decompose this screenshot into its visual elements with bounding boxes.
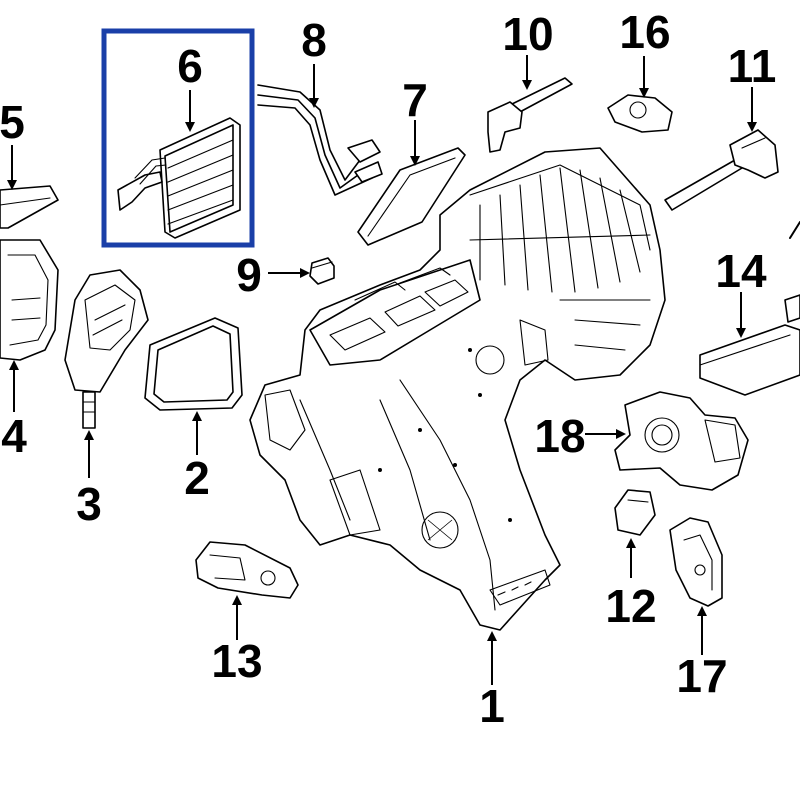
part-1-hvac-housing [249, 147, 666, 631]
callout-13: 13 [211, 635, 262, 687]
part-8-ac-lines [257, 84, 383, 196]
part-18-blower-housing [614, 391, 749, 491]
callout-6: 6 [177, 40, 203, 92]
callout-16: 16 [619, 6, 670, 58]
part-5-filter [0, 185, 59, 229]
callout-4: 4 [1, 410, 27, 462]
callout-8: 8 [301, 14, 327, 66]
part-2-seal-gasket [144, 317, 243, 411]
part-9-grommet [309, 257, 335, 285]
callout-2: 2 [184, 452, 210, 504]
part-17-actuator [669, 517, 723, 607]
part-7-filter-element [357, 147, 466, 246]
highlight-box-part-6 [101, 28, 255, 248]
part-16-actuator [607, 94, 673, 133]
part-4-housing-section [0, 239, 59, 361]
part-3-actuator [64, 269, 149, 429]
part-10-sensor [487, 77, 573, 153]
part-6-evaporator-core [117, 117, 241, 239]
part-11-sensor [664, 129, 779, 211]
callout-1: 1 [479, 680, 505, 732]
callout-17: 17 [676, 650, 727, 702]
callout-3: 3 [76, 478, 102, 530]
callout-12: 12 [605, 580, 656, 632]
part-12-clip [614, 489, 656, 536]
callout-9: 9 [236, 249, 262, 301]
leader-lines [7, 55, 757, 685]
part-13-actuator-motor [195, 541, 299, 599]
callout-18: 18 [534, 410, 585, 462]
callout-5: 5 [0, 96, 25, 148]
callout-labels: 1 2 3 4 5 6 7 8 9 10 11 12 13 14 16 17 1… [0, 6, 776, 732]
callout-11: 11 [728, 40, 777, 92]
partial-part-right-edge [789, 221, 800, 239]
part-14-filter [699, 294, 800, 396]
callout-14: 14 [715, 245, 767, 297]
callout-7: 7 [402, 74, 428, 126]
callout-10: 10 [502, 8, 553, 60]
